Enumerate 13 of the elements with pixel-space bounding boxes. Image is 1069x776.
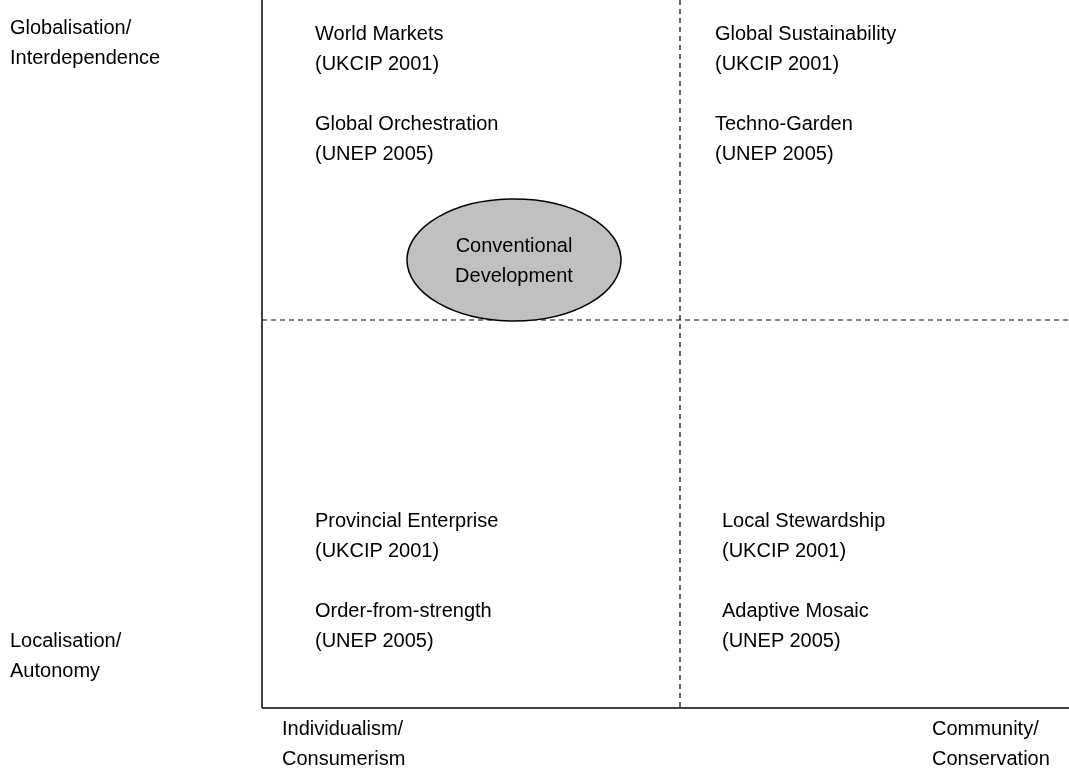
scenario-label: Local Stewardship (UKCIP 2001) bbox=[722, 508, 887, 563]
scenario-label: World Markets (UKCIP 2001) bbox=[315, 21, 445, 76]
scenario-label: Global Orchestration (UNEP 2005) bbox=[315, 111, 500, 166]
scenario-label: Adaptive Mosaic (UNEP 2005) bbox=[722, 598, 870, 653]
node-text: Conventional Development bbox=[454, 233, 574, 288]
axis-label: Individualism/ Consumerism bbox=[282, 716, 407, 771]
scenario-label: Order-from-strength (UNEP 2005) bbox=[315, 598, 493, 653]
axis-label: Localisation/ Autonomy bbox=[10, 628, 123, 683]
scenario-label: Global Sustainability (UKCIP 2001) bbox=[715, 21, 898, 76]
scenario-label: Techno-Garden (UNEP 2005) bbox=[715, 111, 854, 166]
scenario-label: Provincial Enterprise (UKCIP 2001) bbox=[315, 508, 500, 563]
axis-label: Globalisation/ Interdependence bbox=[10, 15, 162, 70]
axis-label: Community/ Conservation bbox=[932, 716, 1051, 771]
